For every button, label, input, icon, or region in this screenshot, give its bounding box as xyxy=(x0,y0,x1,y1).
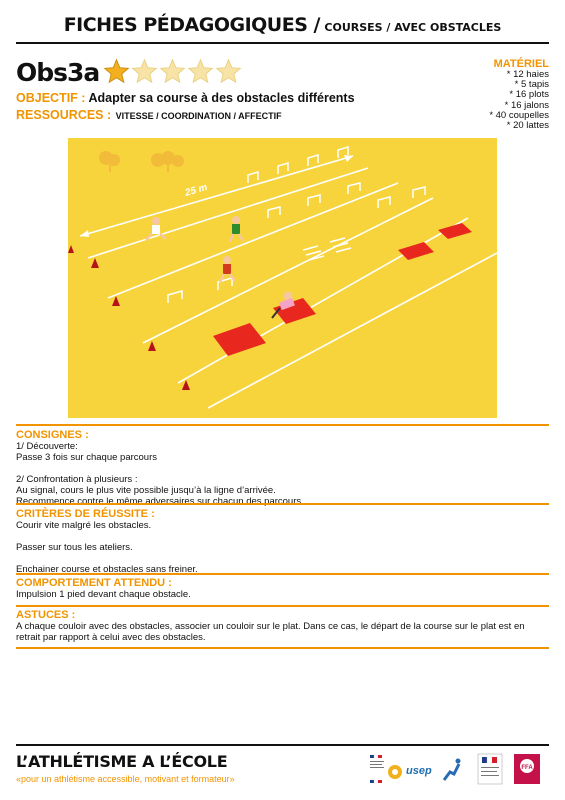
criteres-line: Passer sur tous les ateliers. xyxy=(16,542,133,553)
materiel-item: * 40 coupelles xyxy=(489,109,549,121)
header-rule xyxy=(16,42,549,44)
sheet-code: Obs3a xyxy=(16,58,100,87)
section-rule xyxy=(16,503,549,505)
footer-subtitle: «pour un athlétisme accessible, motivant… xyxy=(16,774,235,784)
tree-icon xyxy=(99,151,184,172)
materiel-item: * 5 tapis xyxy=(514,79,549,91)
line-gap xyxy=(16,463,549,474)
criteres-line: Enchainer course et obstacles sans frein… xyxy=(16,564,198,575)
footer-title: L’ATHLÉTISME A L’ÉCOLE xyxy=(16,752,228,771)
cones xyxy=(68,245,190,390)
resources-label: RESSOURCES : xyxy=(16,108,112,122)
section-rule xyxy=(16,424,549,426)
ffa-logo-icon: FFA xyxy=(514,754,540,784)
star-empty-icon xyxy=(187,58,214,84)
resources-text: VITESSE / COORDINATION / AFFECTIF xyxy=(115,111,282,121)
runner-icon xyxy=(145,216,295,319)
playing-field xyxy=(68,138,497,418)
consignes-line: 1/ Découverte: xyxy=(16,441,78,452)
section-criteres: CRITÈRES DE RÉUSSITE : Courir vite malgr… xyxy=(16,508,549,575)
consignes-line: Passe 3 fois sur chaque parcours xyxy=(16,452,157,463)
criteres-title: CRITÈRES DE RÉUSSITE : xyxy=(16,508,155,520)
consignes-line: Au signal, cours le plus vite possible j… xyxy=(16,485,276,496)
materiel-item: * 12 haies xyxy=(506,69,549,80)
republique-logo-icon xyxy=(477,753,503,785)
comportement-line: Impulsion 1 pied devant chaque obstacle. xyxy=(16,589,191,600)
objective-label: OBJECTIF : xyxy=(16,91,86,105)
consignes-title: CONSIGNES : xyxy=(16,429,89,441)
astuces-title: ASTUCES : xyxy=(16,609,76,621)
difficulty-stars xyxy=(103,58,242,85)
consignes-line: 2/ Confrontation à plusieurs : xyxy=(16,474,138,485)
page-header: FICHES PÉDAGOGIQUES / COURSES / AVEC OBS… xyxy=(0,14,565,36)
resources-line: RESSOURCES : VITESSE / COORDINATION / AF… xyxy=(16,106,282,124)
star-empty-icon xyxy=(159,58,186,84)
materiel-title: MATÉRIEL xyxy=(493,58,549,70)
section-rule xyxy=(16,647,549,649)
star-filled-icon xyxy=(103,58,130,84)
section-astuces: ASTUCES : A chaque couloir avec des obst… xyxy=(16,609,549,643)
materiel-item: * 20 lattes xyxy=(506,120,549,132)
objective-text: Adapter sa course à des obstacles différ… xyxy=(88,91,355,105)
materiel-item: * 16 plots xyxy=(509,89,549,101)
section-consignes: CONSIGNES : 1/ Découverte: Passe 3 fois … xyxy=(16,429,549,507)
e-logo-icon xyxy=(388,765,402,779)
runner-logo-icon xyxy=(442,758,461,781)
ffa-logo-text: FFA xyxy=(521,765,533,771)
course-illustration: 25 m xyxy=(68,138,497,418)
objective-line: OBJECTIF : Adapter sa course à des obsta… xyxy=(16,91,355,105)
usep-logo: usep xyxy=(406,765,432,777)
section-rule xyxy=(16,605,549,607)
line-gap xyxy=(16,531,549,542)
section-comportement: COMPORTEMENT ATTENDU : Impulsion 1 pied … xyxy=(16,577,549,600)
hurdles xyxy=(167,145,426,303)
materiel-box: MATÉRIEL * 12 haies * 5 tapis * 16 plots… xyxy=(489,58,549,131)
criteres-line: Courir vite malgré les obstacles. xyxy=(16,520,152,531)
header-main-title: FICHES PÉDAGOGIQUES / xyxy=(63,14,321,36)
astuces-line: A chaque couloir avec des obstacles, ass… xyxy=(16,621,525,643)
consignes-line: Recommence contre le même adversaires su… xyxy=(16,496,304,507)
lattes xyxy=(302,237,352,261)
partner-logos: usep FFA xyxy=(370,753,540,785)
line-gap xyxy=(16,553,549,564)
materiel-item: * 16 jalons xyxy=(504,99,549,111)
comportement-title: COMPORTEMENT ATTENDU : xyxy=(16,577,172,589)
footer-rule xyxy=(16,744,549,746)
star-empty-icon xyxy=(215,58,242,84)
header-subtitle: COURSES / AVEC OBSTACLES xyxy=(324,21,502,34)
star-empty-icon xyxy=(131,58,158,84)
section-rule xyxy=(16,573,549,575)
ministry-logo-icon xyxy=(370,754,384,784)
